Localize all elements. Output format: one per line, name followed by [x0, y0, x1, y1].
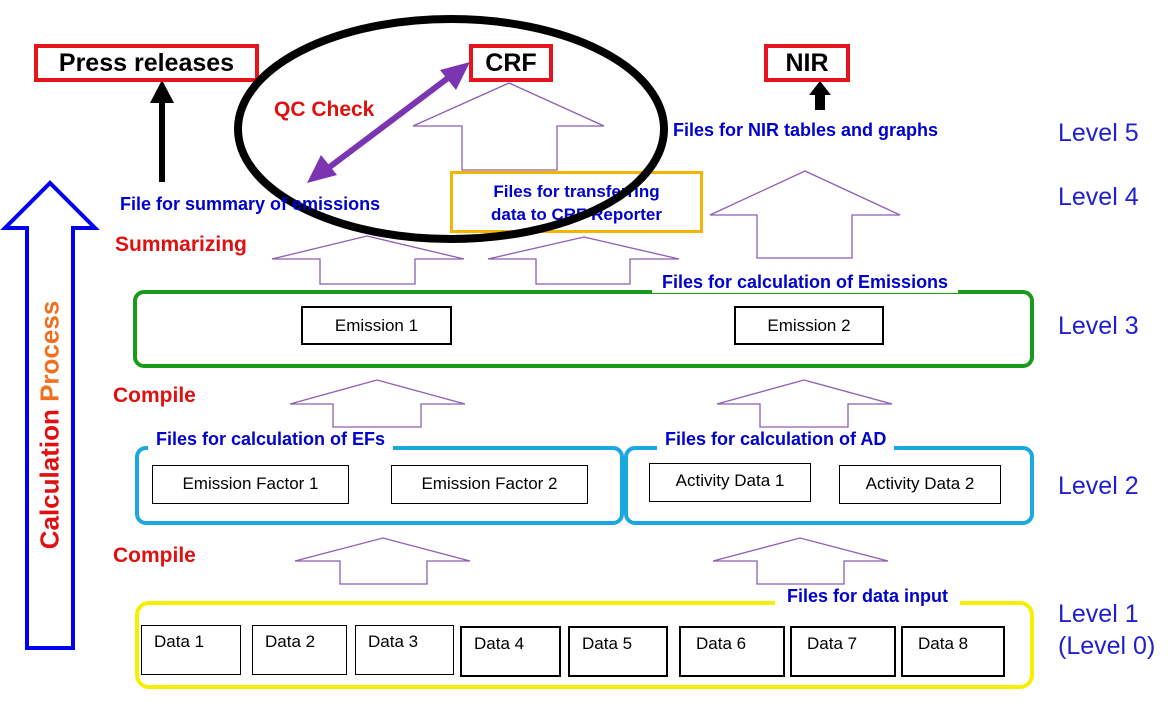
emission-box: Emission 1 — [301, 306, 452, 345]
crf-box: CRF — [469, 44, 553, 82]
compile-label-lower: Compile — [113, 544, 196, 567]
data-input-box: Data 2 — [252, 625, 347, 675]
compile-arrow-left-bottom — [294, 537, 471, 585]
data-input-box: Data 6 — [679, 626, 785, 677]
emission-factor-label: Emission Factor 2 — [421, 474, 558, 493]
data-input-label: Data 7 — [807, 634, 858, 653]
compile-arrow-right-bottom — [712, 537, 889, 585]
level3-container — [133, 290, 1034, 368]
emission-factor-box: Emission Factor 1 — [152, 465, 349, 504]
activity-data-box: Activity Data 1 — [649, 463, 811, 502]
calc-word-calculation: Calculation — [34, 409, 65, 550]
data-input-label: Data 1 — [154, 632, 205, 651]
emission-factor-label: Emission Factor 1 — [182, 474, 319, 493]
level-0-label: (Level 0) — [1058, 632, 1156, 660]
crf-label: CRF — [485, 49, 537, 77]
compile-arrow-right-top — [716, 379, 893, 428]
data-input-label: Data 2 — [265, 632, 316, 651]
nir-arrow-shaft — [815, 95, 825, 110]
press-releases-label: Press releases — [58, 49, 235, 77]
calculation-process-label: Calculation Process — [35, 301, 66, 550]
input-files-label: Files for data input — [775, 586, 961, 607]
qc-arrowhead-top — [440, 62, 470, 90]
crf-up-arrow — [412, 82, 605, 171]
data-input-box: Data 7 — [790, 626, 896, 677]
data-input-box: Data 1 — [141, 625, 241, 675]
level-3-label: Level 3 — [1058, 312, 1139, 340]
emission-box: Emission 2 — [734, 306, 884, 345]
ad-files-label: Files for calculation of AD — [657, 429, 895, 450]
compile-arrow-left-top — [289, 379, 466, 428]
activity-data-label: Activity Data 2 — [865, 474, 975, 493]
emission-label: Emission 1 — [334, 316, 419, 335]
data-input-label: Data 6 — [696, 634, 747, 653]
level-1-label: Level 1 — [1058, 600, 1139, 628]
compile-label-upper: Compile — [113, 384, 196, 407]
summarize-arrow-middle — [487, 236, 680, 285]
calculation-process-arrow — [0, 180, 100, 650]
data-input-label: Data 8 — [918, 634, 969, 653]
nir-label: NIR — [785, 49, 829, 77]
calc-word-process: Process — [34, 300, 65, 402]
data-input-box: Data 4 — [460, 626, 561, 677]
nir-up-arrow — [709, 170, 901, 259]
transfer-label-line2: data to CRF Reporter — [491, 205, 662, 224]
transfer-label-line1: Files for transferring — [493, 182, 660, 201]
qc-arrowhead-bottom — [307, 155, 337, 183]
emission-factor-box: Emission Factor 2 — [391, 465, 588, 504]
level1-container — [135, 601, 1034, 689]
summarize-arrow-left — [271, 235, 465, 285]
data-input-label: Data 3 — [368, 632, 419, 651]
data-input-label: Data 4 — [474, 634, 525, 653]
data-input-label: Data 5 — [582, 634, 633, 653]
emission-label: Emission 2 — [767, 316, 851, 335]
nir-box: NIR — [764, 44, 850, 82]
press-releases-box: Press releases — [34, 44, 259, 82]
level-5-label: Level 5 — [1058, 119, 1139, 147]
summary-file-label: File for summary of emissions — [120, 194, 381, 214]
summarizing-label: Summarizing — [115, 233, 247, 256]
level-4-label: Level 4 — [1058, 183, 1139, 211]
ef-files-label: Files for calculation of EFs — [148, 429, 394, 450]
emissions-files-label: Files for calculation of Emissions — [652, 272, 959, 293]
nir-files-label: Files for NIR tables and graphs — [673, 120, 939, 140]
data-input-box: Data 5 — [568, 626, 668, 677]
qc-check-label: QC Check — [274, 98, 375, 121]
press-arrowhead — [150, 80, 174, 103]
activity-data-box: Activity Data 2 — [839, 465, 1001, 504]
activity-data-label: Activity Data 1 — [675, 471, 785, 490]
data-input-box: Data 3 — [355, 625, 454, 675]
data-input-box: Data 8 — [901, 626, 1005, 677]
nir-arrowhead — [809, 81, 831, 95]
level-2-label: Level 2 — [1058, 472, 1139, 500]
crf-transfer-files-box: Files for transferring data to CRF Repor… — [450, 171, 703, 233]
